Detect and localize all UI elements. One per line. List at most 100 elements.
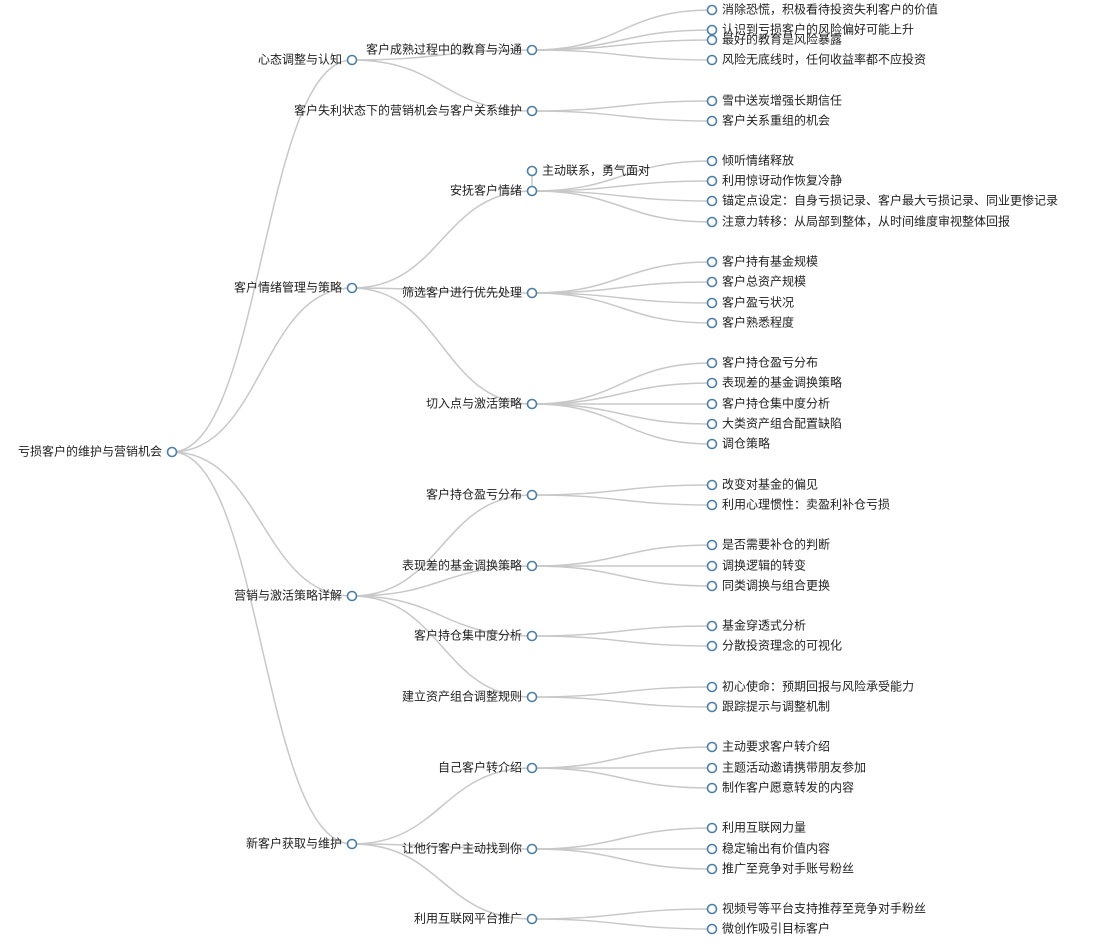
branch-node-r-2[interactable]: 营销与激活策略详解 [234,588,358,603]
node-toggle-icon[interactable] [526,44,538,56]
node-toggle-icon[interactable] [706,499,718,511]
node-toggle-icon[interactable] [706,923,718,935]
leaf-node-r-0-0-3[interactable]: 风险无底线时，任何收益率都不应投资 [706,52,927,67]
node-toggle-icon[interactable] [526,691,538,703]
node-toggle-icon[interactable] [706,357,718,369]
leaf-node-r-1-0-0[interactable]: 主动联系，勇气面对 [526,163,651,178]
leaf-node-r-0-0-0[interactable]: 消除恐慌，积极看待投资失利客户的价值 [706,2,939,17]
node-toggle-icon[interactable] [706,620,718,632]
node-toggle-icon[interactable] [706,822,718,834]
node-toggle-icon[interactable] [526,105,538,117]
leaf-node-r-3-2-0[interactable]: 视频号等平台支持推荐至竞争对手粉丝 [706,901,927,916]
leaf-node-r-2-0-0[interactable]: 改变对基金的偏见 [706,477,819,492]
node-toggle-icon[interactable] [706,377,718,389]
node-toggle-icon[interactable] [706,24,718,36]
node-toggle-icon[interactable] [706,640,718,652]
leaf-node-r-2-1-1[interactable]: 调换逻辑的转变 [706,558,807,573]
leaf-node-r-2-1-0[interactable]: 是否需要补仓的判断 [706,537,831,552]
node-toggle-icon[interactable] [706,863,718,875]
leaf-node-r-2-1-2[interactable]: 同类调换与组合更换 [706,578,831,593]
node-toggle-icon[interactable] [706,216,718,228]
node-toggle-icon[interactable] [706,701,718,713]
leaf-node-r-3-1-2[interactable]: 推广至竞争对手账号粉丝 [706,862,855,876]
leaf-node-r-2-0-1[interactable]: 利用心理惯性：卖盈利补仓亏损 [706,497,891,512]
leaf-node-r-2-3-0[interactable]: 初心使命：预期回报与风险承受能力 [706,679,915,694]
node-toggle-icon[interactable] [706,256,718,268]
node-toggle-icon[interactable] [526,560,538,572]
leaf-node-r-3-2-1[interactable]: 微创作吸引目标客户 [706,921,831,936]
leaf-node-r-2-2-1[interactable]: 分散投资理念的可视化 [706,638,843,653]
branch-node-r-1-1[interactable]: 筛选客户进行优先处理 [402,285,538,300]
node-toggle-icon[interactable] [706,843,718,855]
leaf-node-r-0-0-1[interactable]: 认识到亏损客户的风险偏好可能上升 [706,22,915,37]
node-toggle-icon[interactable] [526,398,538,410]
leaf-node-r-0-1-1[interactable]: 客户关系重组的机会 [706,113,831,128]
node-toggle-icon[interactable] [526,843,538,855]
node-toggle-icon[interactable] [526,287,538,299]
node-toggle-icon[interactable] [706,479,718,491]
branch-node-r-2-1[interactable]: 表现差的基金调换策略 [402,558,538,573]
node-toggle-icon[interactable] [706,903,718,915]
node-toggle-icon[interactable] [706,539,718,551]
leaf-node-r-1-2-3[interactable]: 大类资产组合配置缺陷 [706,416,843,431]
leaf-node-r-1-1-3[interactable]: 客户熟悉程度 [706,315,795,330]
node-toggle-icon[interactable] [706,115,718,127]
leaf-node-r-1-0-3[interactable]: 锚定点设定：自身亏损记录、客户最大亏损记录、同业更惨记录 [706,193,1059,208]
node-toggle-icon[interactable] [706,438,718,450]
leaf-node-r-1-1-0[interactable]: 客户持有基金规模 [706,254,819,269]
node-toggle-icon[interactable] [706,418,718,430]
leaf-node-r-0-1-0[interactable]: 雪中送炭增强长期信任 [706,93,843,108]
branch-node-r-2-2[interactable]: 客户持仓集中度分析 [414,628,538,643]
leaf-node-r-3-0-2[interactable]: 制作客户愿意转发的内容 [706,780,855,795]
leaf-node-r-1-0-4[interactable]: 注意力转移：从局部到整体，从时间维度审视整体回报 [706,214,1011,229]
branch-node-r-3-0[interactable]: 自己客户转介绍 [438,760,538,775]
branch-node-r-1[interactable]: 客户情绪管理与策略 [234,280,358,295]
node-toggle-icon[interactable] [346,282,358,294]
branch-node-r-0-1[interactable]: 客户失利状态下的营销机会与客户关系维护 [294,103,538,118]
branch-node-r-1-0[interactable]: 安抚客户情绪 [450,183,538,198]
node-toggle-icon[interactable] [706,195,718,207]
node-toggle-icon[interactable] [526,630,538,642]
node-toggle-icon[interactable] [706,317,718,329]
node-toggle-icon[interactable] [346,590,358,602]
leaf-node-r-0-0-2[interactable]: 最好的教育是风险暴露 [706,32,843,47]
node-toggle-icon[interactable] [706,398,718,410]
node-toggle-icon[interactable] [706,681,718,693]
leaf-node-r-3-0-1[interactable]: 主题活动邀请携带朋友参加 [706,760,867,775]
leaf-node-r-1-0-2[interactable]: 利用惊讶动作恢复冷静 [706,173,843,188]
branch-node-r-3-2[interactable]: 利用互联网平台推广 [414,911,538,926]
branch-node-r-2-3[interactable]: 建立资产组合调整规则 [402,689,538,704]
node-toggle-icon[interactable] [706,4,718,16]
leaf-node-r-1-2-4[interactable]: 调仓策略 [706,436,771,451]
leaf-node-r-3-0-0[interactable]: 主动要求客户转介绍 [706,739,831,754]
node-toggle-icon[interactable] [526,762,538,774]
branch-node-r[interactable]: 亏损客户的维护与营销机会 [18,444,178,459]
node-toggle-icon[interactable] [346,838,358,850]
node-toggle-icon[interactable] [166,446,178,458]
node-toggle-icon[interactable] [706,95,718,107]
leaf-node-r-2-3-1[interactable]: 跟踪提示与调整机制 [706,699,831,714]
node-toggle-icon[interactable] [706,762,718,774]
node-toggle-icon[interactable] [706,741,718,753]
leaf-node-r-3-1-0[interactable]: 利用互联网力量 [706,821,807,835]
leaf-node-r-2-2-0[interactable]: 基金穿透式分析 [706,618,807,633]
node-toggle-icon[interactable] [706,297,718,309]
leaf-node-r-1-2-0[interactable]: 客户持仓盈亏分布 [706,355,819,370]
node-toggle-icon[interactable] [526,185,538,197]
node-toggle-icon[interactable] [706,155,718,167]
branch-node-r-0-0[interactable]: 客户成熟过程中的教育与沟通 [366,42,538,57]
leaf-node-r-1-1-2[interactable]: 客户盈亏状况 [706,295,795,310]
node-toggle-icon[interactable] [526,913,538,925]
branch-node-r-1-2[interactable]: 切入点与激活策略 [426,396,538,411]
node-toggle-icon[interactable] [706,34,718,46]
branch-node-r-3[interactable]: 新客户获取与维护 [246,836,358,851]
branch-node-r-0[interactable]: 心态调整与认知 [258,52,358,67]
node-toggle-icon[interactable] [706,175,718,187]
node-toggle-icon[interactable] [346,54,358,66]
node-toggle-icon[interactable] [706,580,718,592]
node-toggle-icon[interactable] [706,782,718,794]
node-toggle-icon[interactable] [706,560,718,572]
leaf-node-r-1-2-2[interactable]: 客户持仓集中度分析 [706,396,831,411]
node-toggle-icon[interactable] [526,489,538,501]
node-toggle-icon[interactable] [706,276,718,288]
